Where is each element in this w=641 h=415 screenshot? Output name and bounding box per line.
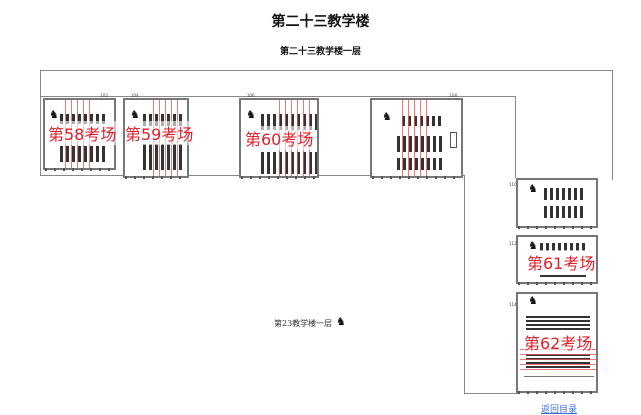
door-icon xyxy=(450,132,457,148)
floor-subtitle: 第二十三教学楼一层 xyxy=(279,47,361,57)
exam-room-label-58: 第58考场 xyxy=(48,121,117,145)
page-title: 第二十三教学楼 xyxy=(271,14,370,30)
exam-markers xyxy=(402,100,432,176)
seat-block xyxy=(544,188,586,200)
floor-label: 第23教学楼一层 xyxy=(274,319,333,328)
seat-block xyxy=(544,206,586,218)
room-number: 108 xyxy=(449,93,457,98)
podium-icon: ♞ xyxy=(528,239,538,252)
room-108: 108 ♞ xyxy=(370,93,463,179)
room-number: 106 xyxy=(247,93,255,98)
seat-block xyxy=(540,243,586,251)
room-number: 112 xyxy=(509,241,517,246)
podium-icon: ♞ xyxy=(130,108,140,121)
podium-icon: ♞ xyxy=(246,108,256,121)
room-number: 104 xyxy=(131,93,139,98)
seat-block xyxy=(526,316,590,330)
podium-icon: ♞ xyxy=(382,110,392,123)
podium-icon: ♞ xyxy=(528,182,538,195)
room-number: 114 xyxy=(509,302,517,307)
room-number: 110 xyxy=(509,182,517,187)
seat-block xyxy=(540,275,586,277)
room-110: 110 ♞ xyxy=(509,178,598,229)
marker-icon: ♞ xyxy=(336,315,346,328)
back-to-contents-link[interactable]: 返回目录 xyxy=(541,405,578,415)
divider xyxy=(524,376,594,377)
exam-room-label-60: 第60考场 xyxy=(245,126,314,150)
exam-room-label-59: 第59考场 xyxy=(125,121,194,145)
podium-icon: ♞ xyxy=(49,108,59,121)
exam-room-label-62: 第62考场 xyxy=(524,330,593,354)
exam-room-label-61: 第61考场 xyxy=(527,250,596,274)
podium-icon: ♞ xyxy=(528,294,538,307)
room-number: 102 xyxy=(100,93,108,98)
